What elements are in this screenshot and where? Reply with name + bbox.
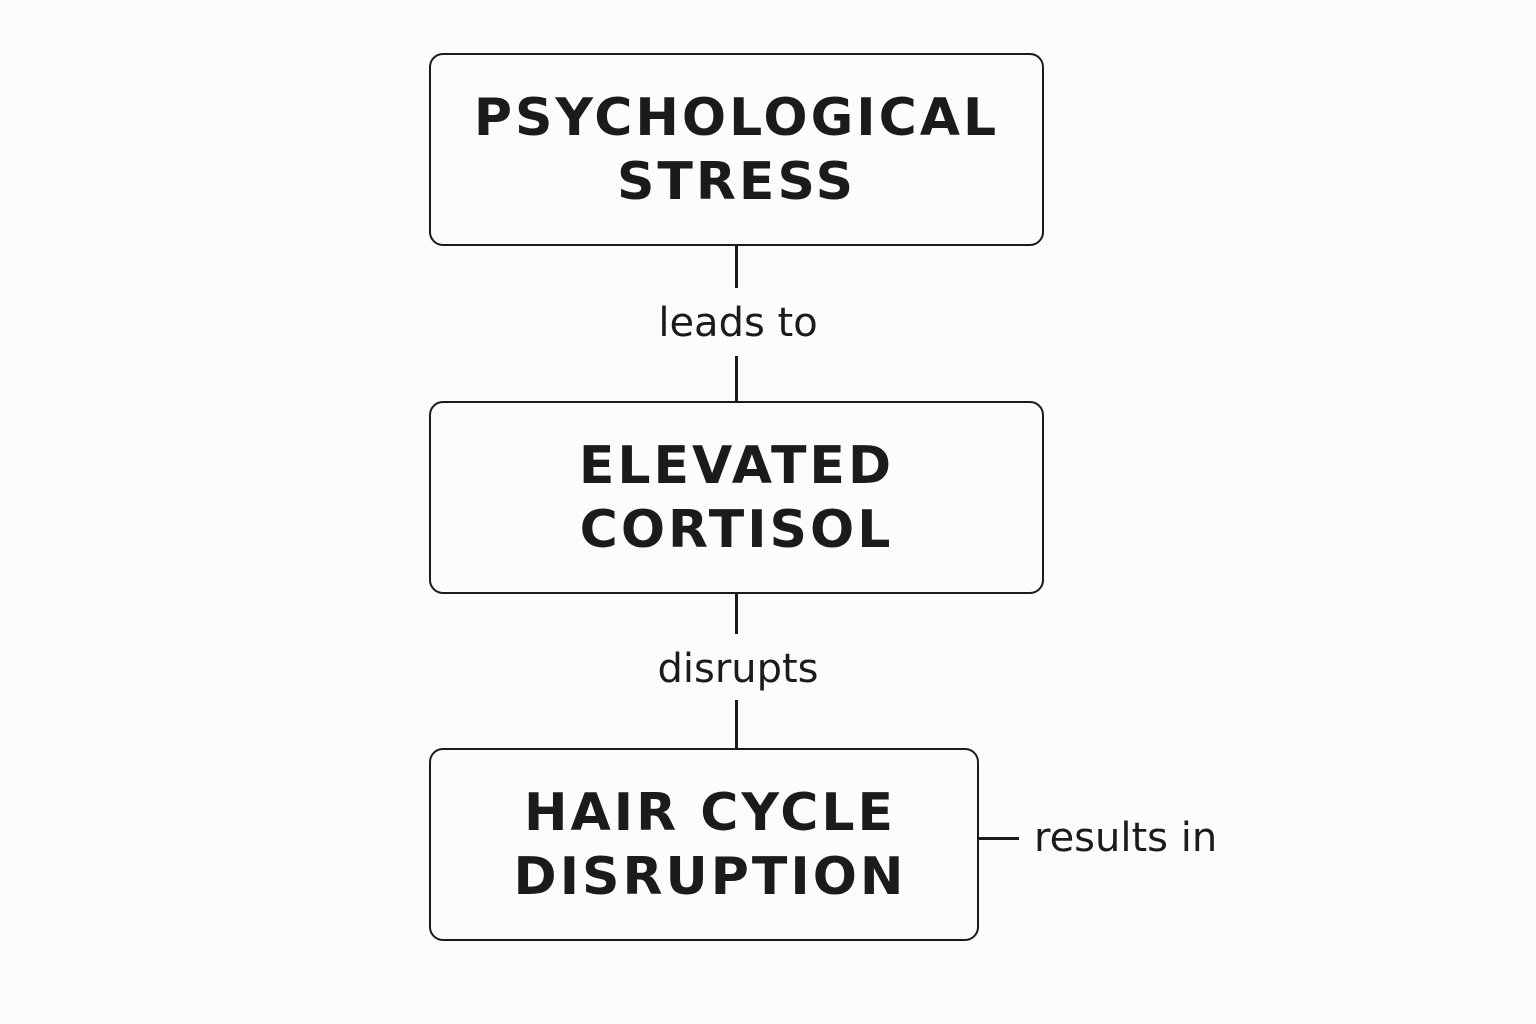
node-psychological-stress: PSYCHOLOGICAL STRESS [429, 53, 1044, 246]
node-label-line-1: PSYCHOLOGICAL [473, 87, 1000, 148]
node-label-line-1: HAIR CYCLE [523, 782, 897, 843]
node-hair-cycle-disruption: HAIR CYCLE DISRUPTION [429, 748, 979, 941]
connector-line [979, 837, 1019, 840]
edge-label-results-in: results in [1034, 815, 1218, 861]
connector-line [735, 594, 738, 634]
edge-label-disrupts: disrupts [657, 646, 819, 692]
node-label-line-1: ELEVATED [578, 435, 895, 496]
node-label-line-2: STRESS [616, 151, 857, 212]
node-label-line-2: CORTISOL [579, 499, 894, 560]
connector-line [735, 356, 738, 401]
connector-line [735, 700, 738, 748]
edge-label-leads-to: leads to [658, 300, 818, 346]
connector-line [735, 246, 738, 288]
node-label-line-2: DISRUPTION [513, 846, 907, 907]
node-elevated-cortisol: ELEVATED CORTISOL [429, 401, 1044, 594]
